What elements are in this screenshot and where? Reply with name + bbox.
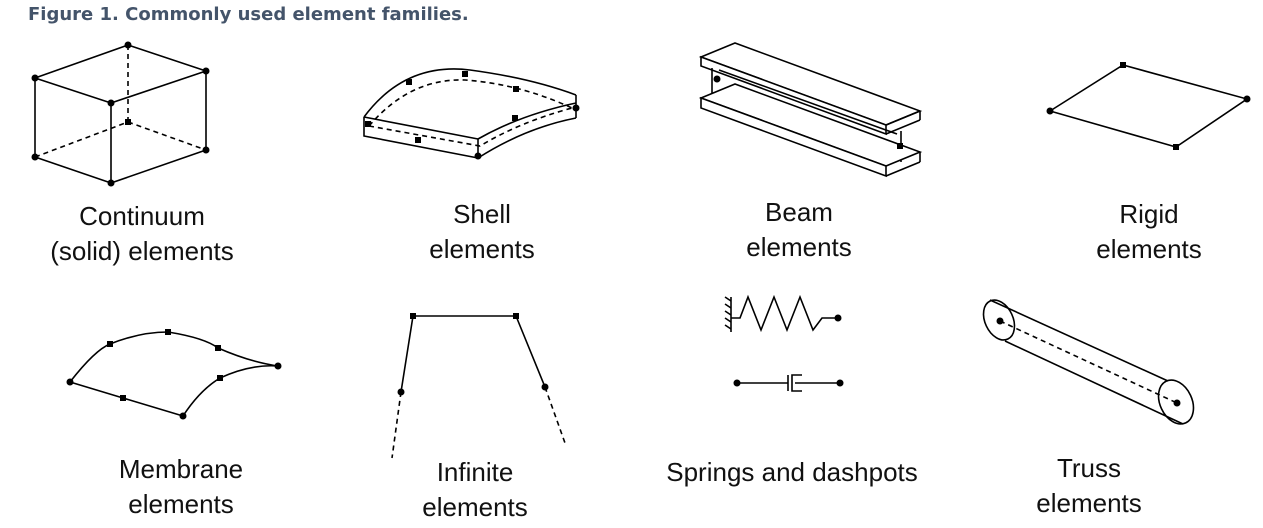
figure-caption: Figure 1. Commonly used element families…	[28, 4, 469, 25]
shell-element-drawing	[363, 68, 580, 160]
label-rigid: Rigid elements	[1096, 197, 1202, 267]
label-springs-dashpots-line1: Springs and dashpots	[666, 457, 918, 487]
label-continuum: Continuum (solid) elements	[50, 199, 234, 269]
truss-element-drawing	[982, 299, 1195, 425]
label-infinite: Infinite elements	[422, 455, 528, 525]
label-rigid-line2: elements	[1096, 234, 1202, 264]
label-beam-line2: elements	[746, 232, 852, 262]
springs-dashpots-drawing	[724, 294, 844, 392]
beam-element-drawing	[698, 42, 923, 178]
label-beam: Beam elements	[746, 195, 852, 265]
membrane-element-drawing	[66, 329, 282, 420]
label-shell-line2: elements	[429, 234, 535, 264]
label-springs-dashpots: Springs and dashpots	[666, 455, 918, 490]
label-truss-line2: elements	[1036, 488, 1142, 518]
continuum-element-drawing	[31, 41, 210, 187]
label-membrane: Membrane elements	[119, 452, 243, 522]
label-infinite-line1: Infinite	[436, 457, 514, 487]
infinite-element-drawing	[391, 313, 566, 459]
label-shell: Shell elements	[429, 197, 535, 267]
label-membrane-line1: Membrane	[118, 454, 244, 484]
label-truss: Truss elements	[1036, 451, 1142, 521]
rigid-element-drawing	[1046, 62, 1251, 150]
label-membrane-line2: elements	[128, 489, 234, 519]
label-shell-line1: Shell	[453, 199, 511, 229]
label-continuum-line1: Continuum	[79, 201, 205, 231]
label-beam-line1: Beam	[765, 197, 833, 227]
label-continuum-line2: (solid) elements	[50, 236, 234, 266]
label-infinite-line2: elements	[422, 492, 528, 522]
label-rigid-line1: Rigid	[1119, 199, 1179, 229]
label-truss-line1: Truss	[1056, 453, 1122, 483]
